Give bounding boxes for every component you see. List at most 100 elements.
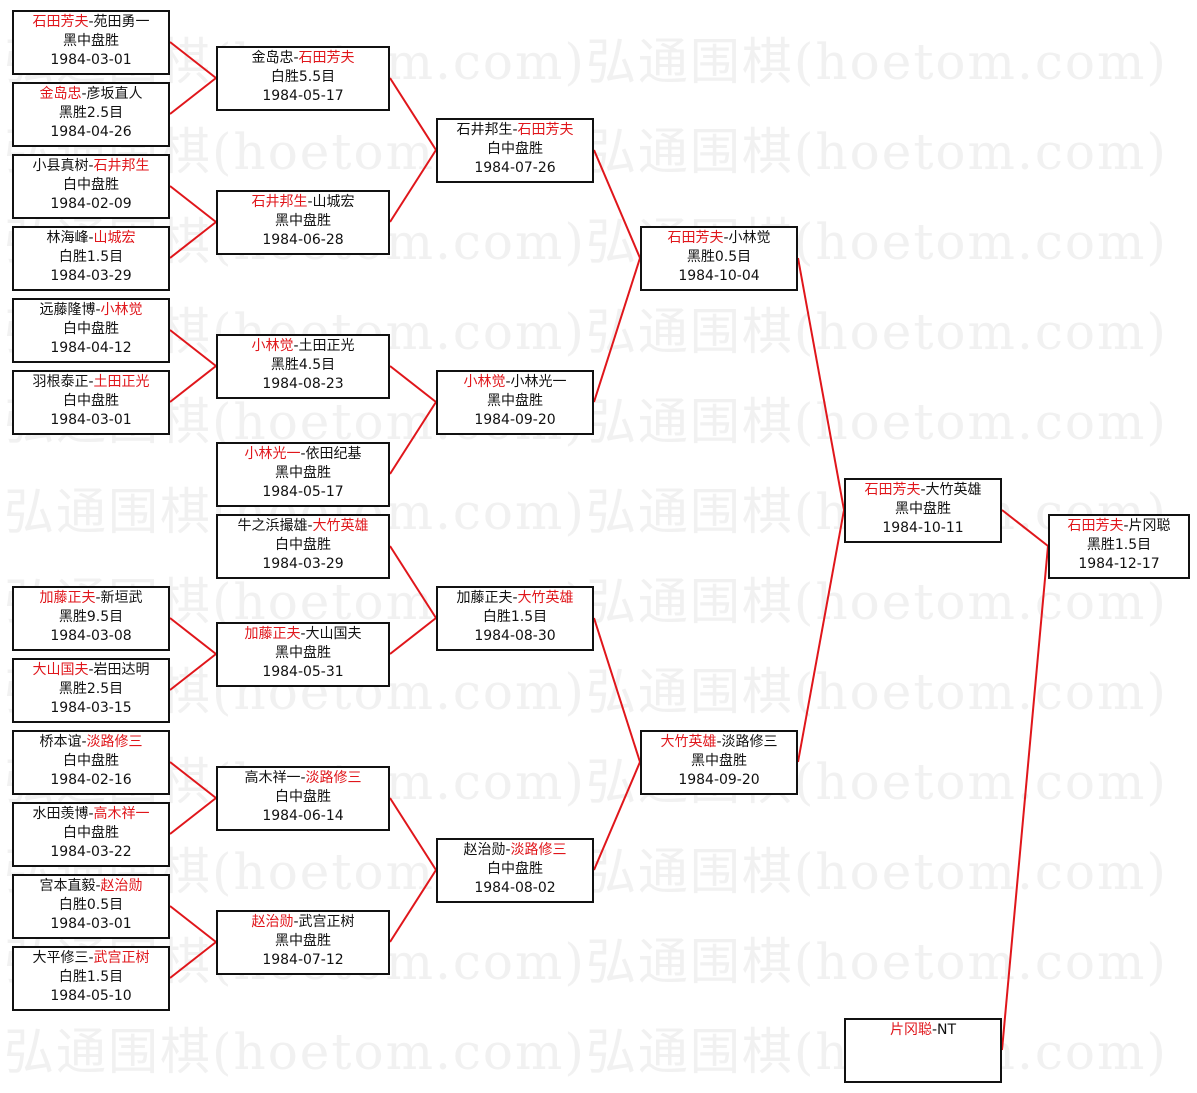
match-players: 宫本直毅-赵治勋	[14, 877, 168, 896]
match-players: 石田芳夫-苑田勇一	[14, 13, 168, 32]
result-line: 白胜1.5目	[14, 248, 168, 267]
result-line: 黑胜9.5目	[14, 608, 168, 627]
match-players: 林海峰-山城宏	[14, 229, 168, 248]
winner-name: 金岛忠	[39, 86, 82, 102]
separator: -	[88, 662, 94, 678]
match-date: 1984-03-29	[262, 556, 344, 572]
separator: -	[95, 590, 101, 606]
date-line: 1984-05-10	[14, 987, 168, 1006]
match-date: 1984-05-31	[262, 664, 344, 680]
match-result: 白中盘胜	[275, 537, 331, 553]
match-result: 黑中盘胜	[63, 33, 119, 49]
match-result: 白中盘胜	[63, 753, 119, 769]
winner-name: 石田芳夫	[517, 122, 574, 138]
winner-name: 赵治勋	[251, 914, 294, 930]
match-result: 黑胜2.5目	[58, 681, 124, 697]
connector-line	[169, 941, 217, 979]
player-name: 石井邦生	[456, 122, 513, 138]
match-date: 1984-09-20	[474, 412, 556, 428]
connector-line	[389, 797, 437, 871]
result-line: 白中盘胜	[14, 176, 168, 195]
match-date: 1984-09-20	[678, 772, 760, 788]
date-line: 1984-05-17	[218, 87, 388, 106]
date-line	[846, 1059, 1000, 1078]
match-result: 白中盘胜	[63, 393, 119, 409]
match-result: 白胜1.5目	[58, 249, 124, 265]
match-date: 1984-05-17	[262, 88, 344, 104]
match-date: 1984-03-01	[50, 916, 132, 932]
match-players: 赵治勋-武宫正树	[218, 913, 388, 932]
match-players: 石田芳夫-小林觉	[642, 229, 796, 248]
winner-name: 石田芳夫	[864, 482, 921, 498]
match-result: 黑中盘胜	[275, 465, 331, 481]
player-name: 牛之浜撮雄	[237, 518, 308, 534]
match-result: 白胜0.5目	[58, 897, 124, 913]
winner-name: 大山国夫	[32, 662, 89, 678]
separator: -	[81, 86, 87, 102]
result-line: 黑胜1.5目	[1050, 536, 1188, 555]
connector-line	[389, 401, 437, 475]
player-name: NT	[937, 1022, 957, 1038]
player-name: 远藤隆博	[39, 302, 96, 318]
connector-line	[169, 797, 217, 835]
separator: -	[88, 14, 94, 30]
result-line: 白中盘胜	[14, 752, 168, 771]
winner-name: 土田正光	[93, 374, 150, 390]
date-line: 1984-03-01	[14, 915, 168, 934]
date-line: 1984-07-12	[218, 951, 388, 970]
player-name: 赵治勋	[463, 842, 506, 858]
date-line: 1984-06-14	[218, 807, 388, 826]
date-line: 1984-04-12	[14, 339, 168, 358]
player-name: 新垣武	[100, 590, 143, 606]
separator: -	[95, 878, 101, 894]
winner-name: 大竹英雄	[517, 590, 574, 606]
result-line: 白胜0.5目	[14, 896, 168, 915]
match-players: 金岛忠-彦坂直人	[14, 85, 168, 104]
date-line: 1984-03-29	[14, 267, 168, 286]
date-line: 1984-02-16	[14, 771, 168, 790]
player-name: 苑田勇一	[93, 14, 150, 30]
date-line: 1984-05-31	[218, 663, 388, 682]
separator: -	[88, 230, 94, 246]
result-line: 白胜1.5目	[14, 968, 168, 987]
connector-line	[169, 653, 217, 691]
match-date: 1984-10-04	[678, 268, 760, 284]
separator: -	[81, 734, 87, 750]
player-name: 依田纪基	[305, 446, 362, 462]
match-result: 黑胜2.5目	[58, 105, 124, 121]
winner-name: 小林光一	[244, 446, 301, 462]
match-players: 小林觉-土田正光	[218, 337, 388, 356]
match-date: 1984-03-29	[50, 268, 132, 284]
separator: -	[505, 374, 511, 390]
match-players: 赵治勋-淡路修三	[438, 841, 592, 860]
match-date: 1984-08-02	[474, 880, 556, 896]
match-players: 加藤正夫-大竹英雄	[438, 589, 592, 608]
winner-name: 加藤正夫	[39, 590, 96, 606]
result-line: 白中盘胜	[14, 320, 168, 339]
player-name: 羽根泰正	[32, 374, 89, 390]
match-players: 大山国夫-岩田达明	[14, 661, 168, 680]
player-name: 小县真树	[32, 158, 89, 174]
winner-name: 石田芳夫	[298, 50, 355, 66]
match-players: 大平修三-武宫正树	[14, 949, 168, 968]
player-name: 林海峰	[46, 230, 89, 246]
connector-line	[169, 365, 217, 403]
winner-name: 石田芳夫	[667, 230, 724, 246]
match-result: 白中盘胜	[63, 825, 119, 841]
date-line: 1984-10-04	[642, 267, 796, 286]
result-line: 白中盘胜	[218, 536, 388, 555]
match-date: 1984-12-17	[1078, 556, 1160, 572]
result-line: 黑中盘胜	[218, 464, 388, 483]
result-line: 黑中盘胜	[218, 644, 388, 663]
match-players: 加藤正夫-大山国夫	[218, 625, 388, 644]
